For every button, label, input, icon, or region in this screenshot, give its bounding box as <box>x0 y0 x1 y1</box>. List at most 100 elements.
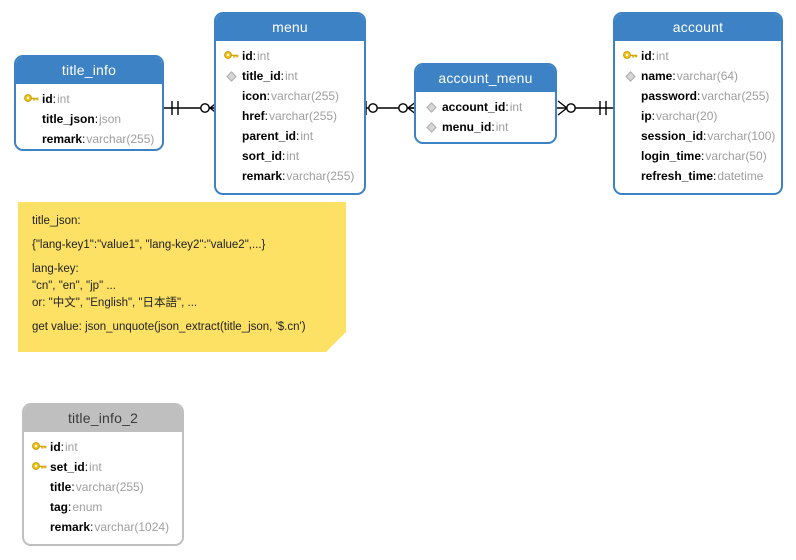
field-type: int <box>495 120 509 134</box>
field-name: title <box>50 480 72 494</box>
field-row[interactable]: remark: varchar(255) <box>222 166 356 186</box>
field-row[interactable]: session_id: varchar(100) <box>621 126 775 146</box>
key-icon <box>22 92 40 106</box>
entity-account[interactable]: account id: int name: varchar(64) passwo… <box>613 12 783 195</box>
note-line: {"lang-key1":"value1", "lang-key2":"valu… <box>32 239 266 251</box>
no-icon <box>30 520 48 534</box>
field-colon: : <box>82 132 86 146</box>
no-icon <box>22 132 40 146</box>
entity-fields-account_menu: account_id: int menu_id: int <box>416 92 555 142</box>
no-icon <box>222 149 240 163</box>
field-row[interactable]: id: int <box>621 46 773 66</box>
no-icon <box>222 129 240 143</box>
key-icon <box>222 49 240 63</box>
field-row[interactable]: title_id: int <box>222 66 356 86</box>
field-row[interactable]: refresh_time: datetime <box>621 166 773 186</box>
field-row[interactable]: tag: enum <box>30 497 174 517</box>
field-row[interactable]: title: varchar(255) <box>30 477 174 497</box>
field-name: session_id <box>641 129 704 143</box>
note-line: get value: json_unquote(json_extract(tit… <box>32 321 306 333</box>
field-colon: : <box>71 480 75 494</box>
field-name: account_id <box>442 100 506 114</box>
field-colon: : <box>697 89 701 103</box>
field-row[interactable]: icon: varchar(255) <box>222 86 356 106</box>
no-icon <box>222 109 240 123</box>
no-icon <box>621 129 639 143</box>
field-row[interactable]: menu_id: int <box>422 117 547 137</box>
field-type: int <box>286 149 300 163</box>
no-icon <box>621 169 639 183</box>
field-colon: : <box>296 129 300 143</box>
field-row[interactable]: href: varchar(255) <box>222 106 356 126</box>
field-type: int <box>257 49 270 63</box>
field-colon: : <box>651 49 656 63</box>
field-name: remark <box>242 169 283 183</box>
entity-title-title_info: title_info <box>16 57 162 84</box>
field-type: varchar(255) <box>701 89 770 103</box>
field-row[interactable]: account_id: int <box>422 97 547 117</box>
no-icon <box>621 109 639 123</box>
field-colon: : <box>264 109 269 123</box>
field-row[interactable]: remark: varchar(1024) <box>30 517 174 537</box>
field-name: id <box>242 49 253 63</box>
field-colon: : <box>282 169 286 183</box>
field-colon: : <box>68 500 72 514</box>
sticky-note-title_json[interactable]: title_json: {"lang-key1":"value1", "lang… <box>18 202 346 352</box>
field-colon: : <box>713 169 717 183</box>
field-type: varchar(255) <box>286 169 355 183</box>
field-row[interactable]: title_json: json <box>22 109 154 129</box>
field-row[interactable]: set_id: int <box>30 457 174 477</box>
entity-menu[interactable]: menu id: int title_id: int icon: varchar… <box>214 12 366 195</box>
entity-title_info_2[interactable]: title_info_2 id: int set_id: int title: … <box>22 403 184 546</box>
key-icon <box>621 49 639 63</box>
field-colon: : <box>703 129 707 143</box>
field-type: varchar(20) <box>656 109 718 123</box>
field-name: remark <box>42 132 83 146</box>
field-row[interactable]: remark: varchar(255) <box>22 129 154 149</box>
field-name: login_time <box>641 149 702 163</box>
field-colon: : <box>90 520 94 534</box>
field-row[interactable]: id: int <box>30 437 174 457</box>
field-row[interactable]: parent_id: int <box>222 126 356 146</box>
field-colon: : <box>94 112 99 126</box>
field-name: ip <box>641 109 652 123</box>
no-icon <box>621 149 639 163</box>
diamond-icon <box>222 69 240 83</box>
field-name: id <box>42 92 53 106</box>
field-row[interactable]: login_time: varchar(50) <box>621 146 773 166</box>
note-line: lang-key: <box>32 263 79 275</box>
entity-title_info[interactable]: title_info id: int title_json: json rema… <box>14 55 164 151</box>
field-type: enum <box>72 500 103 514</box>
field-row[interactable]: id: int <box>22 89 154 109</box>
field-row[interactable]: ip: varchar(20) <box>621 106 773 126</box>
field-type: int <box>300 129 314 143</box>
note-line: or: "中文", "English", "日本語", ... <box>32 297 198 309</box>
key-icon <box>30 460 48 474</box>
field-row[interactable]: id: int <box>222 46 356 66</box>
field-name: password <box>641 89 698 103</box>
field-name: name <box>641 69 673 83</box>
field-colon: : <box>266 89 271 103</box>
key-icon <box>30 440 48 454</box>
field-row[interactable]: password: varchar(255) <box>621 86 773 106</box>
field-colon: : <box>672 69 676 83</box>
field-row[interactable]: sort_id: int <box>222 146 356 166</box>
field-colon: : <box>52 92 57 106</box>
field-name: set_id <box>50 460 85 474</box>
field-colon: : <box>280 69 285 83</box>
no-icon <box>222 169 240 183</box>
field-type: int <box>89 460 102 474</box>
field-row[interactable]: name: varchar(64) <box>621 66 773 86</box>
no-icon <box>30 500 48 514</box>
field-type: varchar(50) <box>705 149 767 163</box>
field-colon: : <box>252 49 257 63</box>
no-icon <box>30 480 48 494</box>
field-name: refresh_time <box>641 169 714 183</box>
diamond-icon <box>422 120 440 134</box>
field-colon: : <box>491 120 495 134</box>
entity-account_menu[interactable]: account_menu account_id: int menu_id: in… <box>414 63 557 144</box>
no-icon <box>621 89 639 103</box>
field-name: icon <box>242 89 267 103</box>
field-name: menu_id <box>442 120 492 134</box>
